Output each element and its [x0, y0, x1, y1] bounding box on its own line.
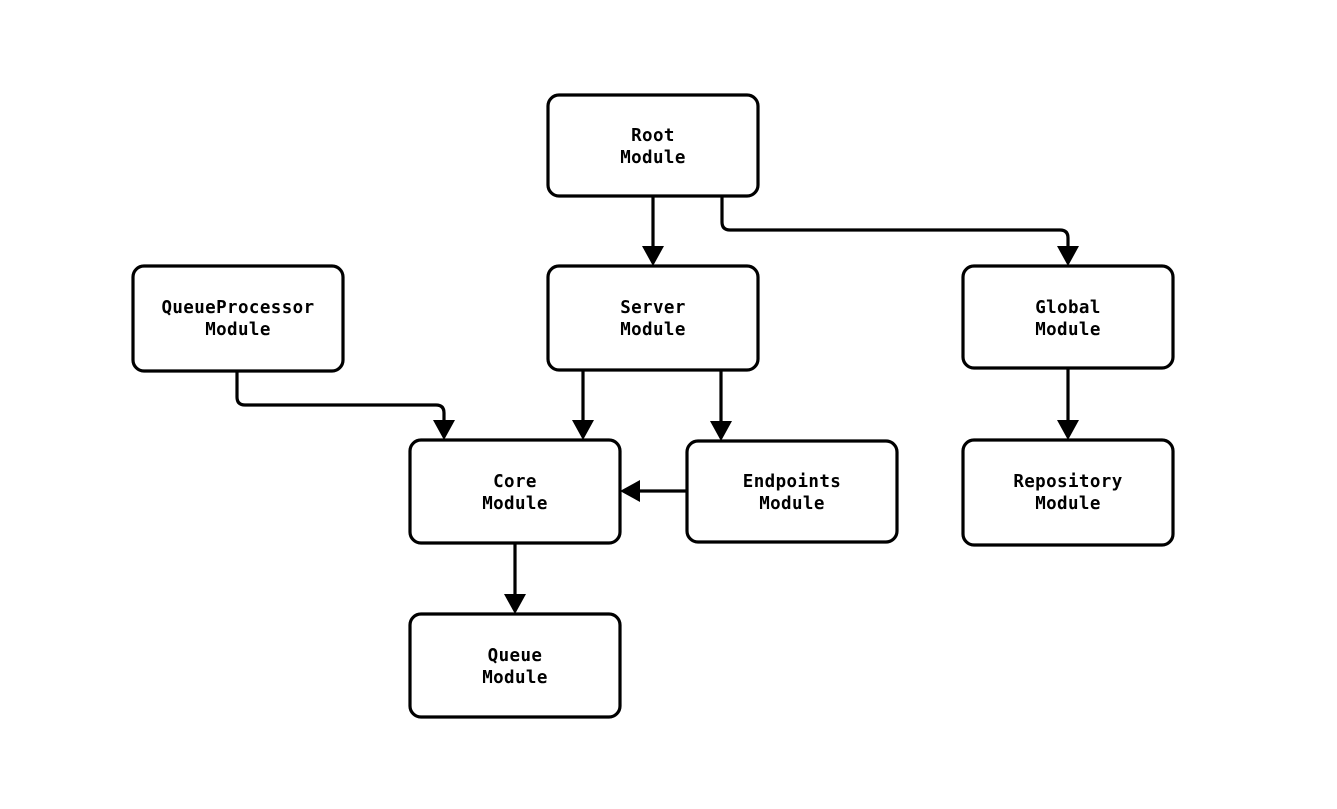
node-label-line2: Module	[482, 494, 548, 514]
arrow-head-icon	[572, 420, 594, 440]
edge-global-to-repository	[1057, 368, 1079, 440]
node-core-module[interactable]: Core Module	[408, 438, 622, 545]
edge-root-to-global	[720, 196, 1079, 266]
arrow-head-icon	[1057, 246, 1079, 266]
node-label-line1: Core	[493, 472, 537, 492]
node-label-line1: QueueProcessor	[161, 298, 314, 318]
node-label-line2: Module	[482, 668, 548, 688]
node-label-line1: Endpoints	[743, 472, 841, 492]
node-box[interactable]	[408, 438, 622, 545]
node-endpoints-module[interactable]: Endpoints Module	[685, 439, 899, 544]
node-box[interactable]	[546, 93, 760, 198]
node-label-line2: Module	[620, 148, 686, 168]
node-label-line1: Server	[620, 298, 686, 318]
arrow-head-icon	[710, 421, 732, 441]
node-box[interactable]	[685, 439, 899, 544]
edge-line	[720, 196, 1070, 248]
edge-queueprocessor-to-core	[235, 371, 455, 440]
node-box[interactable]	[961, 438, 1175, 547]
arrow-head-icon	[433, 420, 455, 440]
node-label-line2: Module	[205, 320, 271, 340]
arrow-head-icon	[504, 594, 526, 614]
node-label-line2: Module	[759, 494, 825, 514]
node-queueprocessor-module[interactable]: QueueProcessor Module	[131, 264, 345, 373]
node-box[interactable]	[408, 612, 622, 719]
node-box[interactable]	[546, 264, 760, 372]
arrow-head-icon	[642, 246, 664, 266]
node-label-line1: Global	[1035, 298, 1101, 318]
node-label-line1: Root	[631, 126, 675, 146]
edge-line	[235, 371, 446, 422]
edge-core-to-queue	[504, 543, 526, 614]
node-box[interactable]	[961, 264, 1175, 370]
node-repository-module[interactable]: Repository Module	[961, 438, 1175, 547]
edge-endpoints-to-core	[620, 480, 687, 502]
arrow-head-icon	[620, 480, 640, 502]
node-server-module[interactable]: Server Module	[546, 264, 760, 372]
node-label-line2: Module	[620, 320, 686, 340]
edge-server-to-core	[572, 370, 594, 440]
node-box[interactable]	[131, 264, 345, 373]
node-label-line2: Module	[1035, 494, 1101, 514]
node-global-module[interactable]: Global Module	[961, 264, 1175, 370]
node-label-line2: Module	[1035, 320, 1101, 340]
node-label-line1: Repository	[1013, 472, 1122, 492]
node-root-module[interactable]: Root Module	[546, 93, 760, 198]
node-queue-module[interactable]: Queue Module	[408, 612, 622, 719]
edge-server-to-endpoints	[710, 370, 732, 441]
arrow-head-icon	[1057, 420, 1079, 440]
node-label-line1: Queue	[488, 646, 543, 666]
edge-root-to-server	[642, 196, 664, 266]
